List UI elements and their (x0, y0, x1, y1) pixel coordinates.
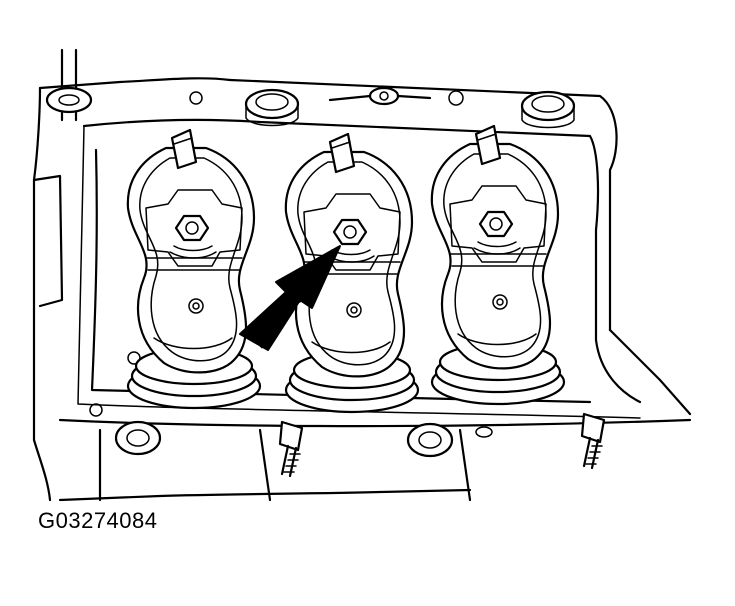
top-boss-3 (520, 90, 576, 129)
lower-boss-mid (406, 422, 454, 458)
small-bosses (189, 90, 464, 106)
lower-boss-left (114, 420, 162, 456)
pointer-arrow-icon (239, 245, 341, 351)
rocker-arm-3 (430, 124, 566, 406)
lower-boss-right (475, 426, 493, 438)
top-boss-2 (328, 86, 432, 106)
cylinder-head-casting (32, 77, 692, 502)
bolt-left (278, 420, 304, 478)
pipe-left (45, 48, 93, 122)
figure-id-label: G03274084 (38, 508, 158, 533)
rocker-arm-1 (126, 128, 262, 410)
top-boss-1 (244, 88, 300, 127)
bolt-right (580, 412, 606, 470)
